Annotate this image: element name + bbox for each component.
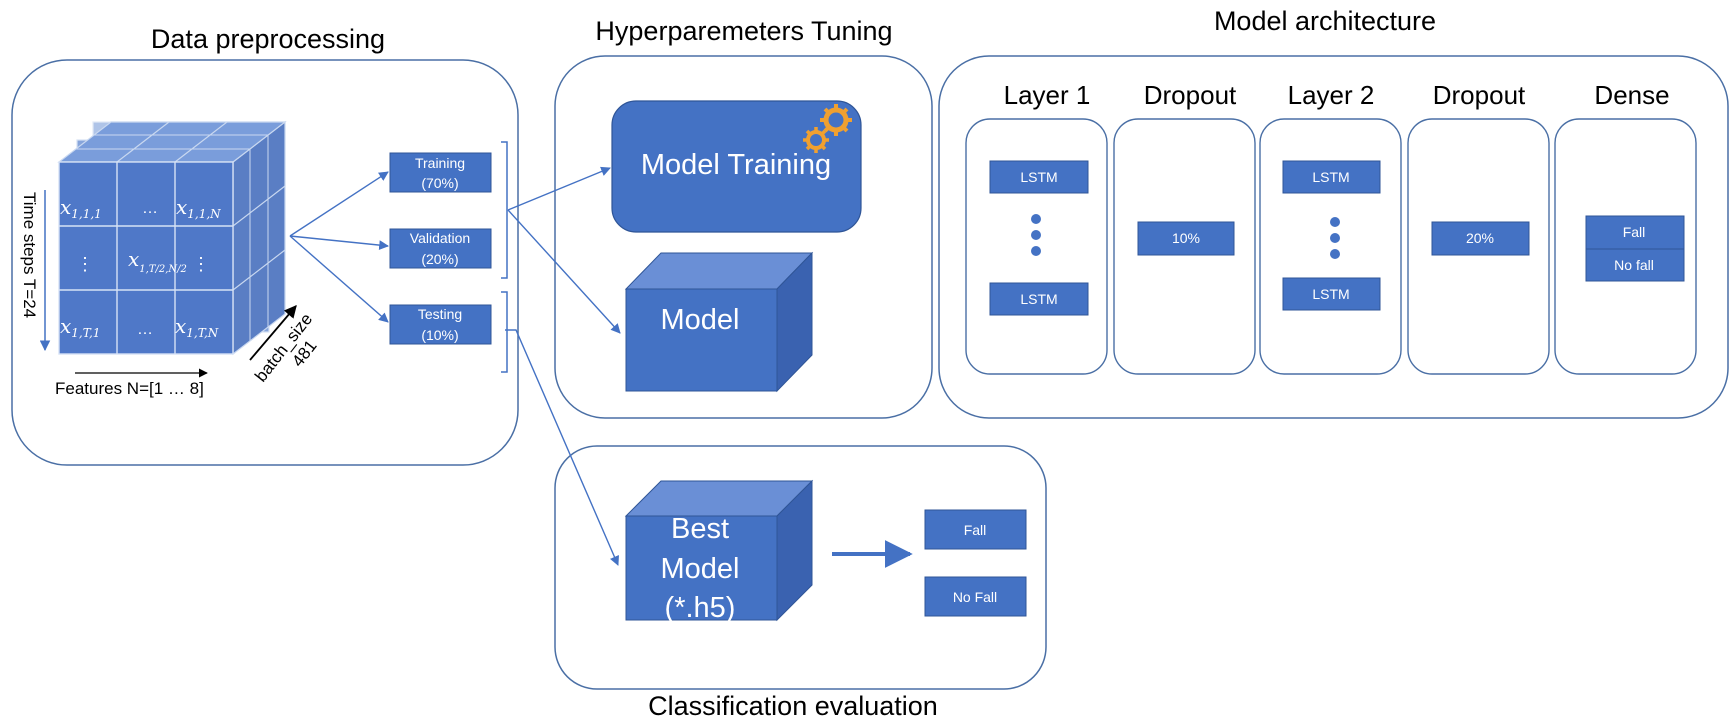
dropout1-value: 10%	[1172, 230, 1200, 246]
layer1-column	[965, 118, 1108, 375]
cell-ellipsis-top: …	[142, 200, 158, 217]
dropout2-title: Dropout	[1433, 80, 1526, 110]
eval-fall-label: Fall	[964, 522, 987, 538]
dropout2-box	[1431, 221, 1530, 256]
training-label: Training	[415, 155, 465, 171]
layer1-title: Layer 1	[1004, 80, 1091, 110]
dropout1-title: Dropout	[1144, 80, 1237, 110]
model-training-label: Model Training	[641, 149, 831, 181]
batch-axis-arrow	[249, 305, 297, 361]
layer1-lstm-top-label: LSTM	[1020, 169, 1057, 185]
cell-x-1-T-N: x1,T,N	[175, 314, 219, 340]
cell-x-1-1-N: x1,1,N	[176, 195, 221, 221]
cell-x-center: x1,T/2,N/2	[128, 247, 187, 275]
validation-percent: (20%)	[421, 251, 458, 267]
layer2-lstm-top	[1282, 160, 1381, 194]
test-bracket	[501, 291, 508, 373]
dropout2-value: 20%	[1466, 230, 1494, 246]
model-label: Model	[661, 304, 740, 336]
data-cube	[57, 120, 287, 356]
time-axis-label: Time steps T=24	[20, 192, 39, 318]
cell-vdots-left: ⋮	[76, 254, 94, 274]
dense-nofall-label: No fall	[1614, 257, 1654, 273]
model-architecture-title: Model architecture	[1214, 6, 1436, 36]
cell-x-1-T-1: x1,T,1	[60, 314, 100, 340]
dense-fall-label: Fall	[1623, 224, 1646, 240]
layer2-dots	[1330, 217, 1340, 259]
split-training: Training (70%)	[389, 152, 492, 193]
layer2-lstm-top-label: LSTM	[1312, 169, 1349, 185]
cell-vdots-right: ⋮	[192, 254, 210, 274]
model-architecture-panel	[938, 55, 1729, 419]
gear-icon	[803, 104, 852, 153]
data-preprocessing-title: Data preprocessing	[151, 24, 385, 54]
hyperparameters-title: Hyperparemeters Tuning	[595, 16, 892, 46]
dense-column	[1554, 118, 1697, 375]
bracket-arrows	[505, 166, 621, 566]
testing-percent: (10%)	[421, 327, 458, 343]
eval-nofall-label: No Fall	[953, 589, 997, 605]
hyperparameters-panel	[554, 55, 933, 419]
cell-x-1-1-1: x1,1,1	[60, 195, 102, 221]
best-model-line1: Best	[671, 513, 729, 545]
classification-panel	[554, 445, 1047, 690]
dense-fall-box	[1585, 215, 1685, 250]
train-val-bracket	[501, 141, 508, 279]
layer1-lstm-bottom-label: LSTM	[1020, 291, 1057, 307]
dense-nofall-box	[1585, 248, 1685, 282]
layer2-lstm-bottom-label: LSTM	[1312, 286, 1349, 302]
best-model-line2: Model	[661, 553, 740, 585]
features-axis-label: Features N=[1 … 8]	[55, 379, 204, 398]
data-preprocessing-panel	[11, 59, 519, 466]
dropout1-box	[1137, 221, 1235, 256]
eval-nofall-box	[924, 576, 1027, 617]
dropout1-column	[1113, 118, 1256, 375]
layer1-lstm-bottom	[989, 282, 1089, 316]
cell-ellipsis-bottom: …	[137, 321, 153, 338]
eval-fall-box	[924, 509, 1027, 550]
layer2-title: Layer 2	[1288, 80, 1375, 110]
model-cube: Model	[624, 251, 814, 393]
validation-label: Validation	[410, 230, 470, 246]
classification-title: Classification evaluation	[648, 691, 938, 721]
model-training-box: Model Training	[611, 100, 862, 233]
testing-label: Testing	[418, 306, 462, 322]
cube-to-splits-arrows	[289, 171, 389, 323]
layer2-lstm-bottom	[1282, 277, 1381, 311]
layer2-column	[1259, 118, 1402, 375]
dropout2-column	[1407, 118, 1550, 375]
layer1-lstm-top	[989, 160, 1089, 194]
split-validation: Validation (20%)	[389, 228, 492, 269]
split-testing: Testing (10%)	[389, 304, 492, 345]
training-percent: (70%)	[421, 175, 458, 191]
best-model-cube: Best Model (*.h5)	[624, 479, 814, 624]
dense-title: Dense	[1594, 80, 1669, 110]
layer1-dots	[1031, 214, 1041, 256]
best-model-line3: (*.h5)	[665, 592, 736, 624]
